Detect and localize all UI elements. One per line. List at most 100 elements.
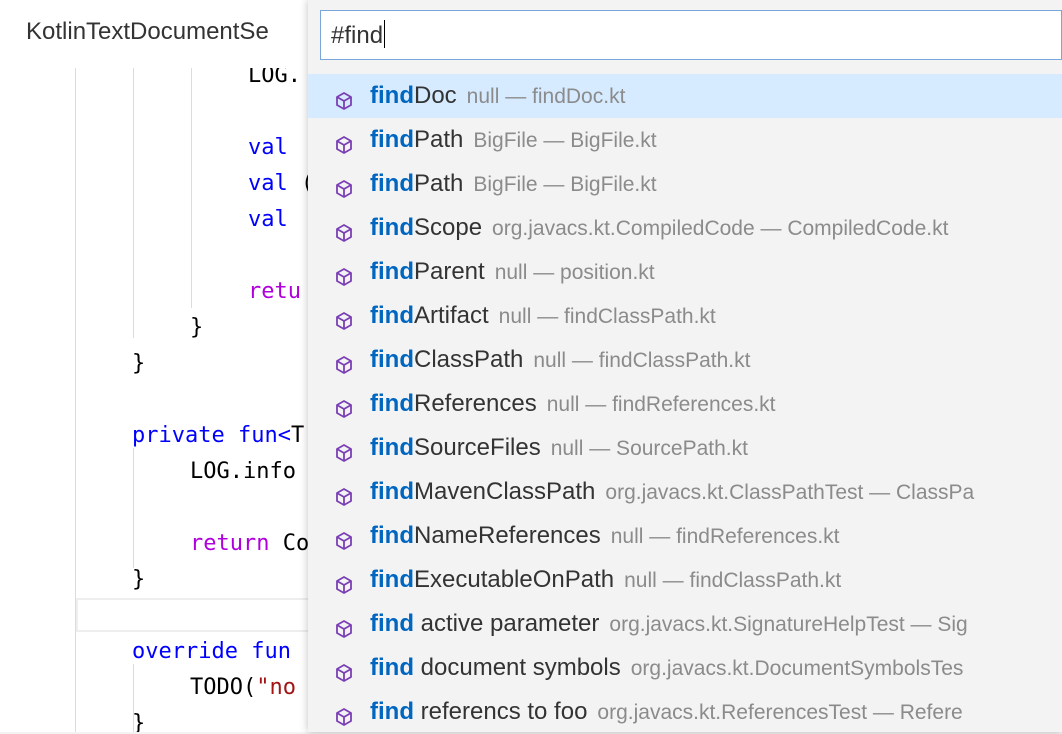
code-line: retu (248, 279, 301, 304)
code-line: } (132, 567, 146, 592)
symbol-name-rest: Path (413, 126, 464, 153)
symbol-description: org.javacs.kt.SignatureHelpTest — Sig (609, 613, 968, 636)
indent-guide (75, 68, 76, 732)
match-highlight: find (370, 566, 414, 593)
match-highlight: find (370, 654, 414, 681)
symbol-description: null — findReferences.kt (610, 525, 840, 548)
quick-open-item-label: findScope org.javacs.kt.CompiledCode — Co… (370, 206, 948, 250)
code-line: TODO("no (190, 675, 296, 700)
code-line: override fun (132, 639, 291, 664)
match-highlight: find (370, 698, 414, 725)
quick-open-item[interactable]: findScope org.javacs.kt.CompiledCode — Co… (308, 206, 1062, 250)
symbol-name-rest: ClassPath (413, 346, 524, 373)
symbol-description: null — findReferences.kt (546, 393, 776, 416)
symbol-description: org.javacs.kt.ReferencesTest — Refere (597, 701, 963, 724)
quick-open-item[interactable]: find active parameter org.javacs.kt.Signa… (308, 602, 1062, 646)
match-highlight: find (370, 302, 414, 329)
match-highlight: find (370, 214, 414, 241)
symbol-name-rest: ExecutableOnPath (413, 566, 615, 593)
match-highlight: find (370, 126, 414, 153)
quick-open-item[interactable]: findSourceFiles null — SourcePath.kt (308, 426, 1062, 470)
quick-open-item[interactable]: findParent null — position.kt (308, 250, 1062, 294)
symbol-method-icon (334, 173, 354, 198)
symbol-description: null — findClassPath.kt (533, 349, 751, 372)
symbol-method-icon (334, 569, 354, 594)
symbol-description: null — findClassPath.kt (624, 569, 842, 592)
symbol-method-icon (334, 393, 354, 418)
symbol-method-icon (334, 217, 354, 242)
code-line: } (132, 711, 146, 732)
quick-open-input[interactable]: #find (331, 20, 386, 49)
quick-open-item[interactable]: find document symbols org.javacs.kt.Docum… (308, 646, 1062, 690)
text-caret (384, 20, 386, 48)
symbol-method-icon (334, 613, 354, 638)
code-line: LOG.info (190, 459, 296, 484)
symbol-description: org.javacs.kt.DocumentSymbolsTes (630, 657, 964, 680)
code-line: } (190, 315, 204, 340)
match-highlight: find (370, 610, 414, 637)
symbol-description: null — findDoc.kt (466, 85, 626, 108)
quick-open-item[interactable]: findArtifact null — findClassPath.kt (308, 294, 1062, 338)
symbol-name-rest: Doc (413, 82, 457, 109)
symbol-description: null — position.kt (494, 261, 655, 284)
symbol-method-icon (334, 657, 354, 682)
indent-guide (133, 448, 134, 568)
symbol-description: BigFile — BigFile.kt (473, 173, 657, 196)
quick-open-item[interactable]: findExecutableOnPath null — findClassPath… (308, 558, 1062, 602)
symbol-method-icon (334, 129, 354, 154)
quick-open-item[interactable]: findMavenClassPath org.javacs.kt.ClassPat… (308, 470, 1062, 514)
symbol-name-rest: SourceFiles (413, 434, 541, 461)
symbol-name-rest: MavenClassPath (413, 478, 596, 505)
symbol-description: null — findClassPath.kt (498, 305, 716, 328)
code-line: LOG. (248, 68, 301, 88)
quick-open-item-label: findDoc null — findDoc.kt (370, 74, 625, 118)
symbol-description: null — SourcePath.kt (550, 437, 748, 460)
line-gutter (0, 68, 74, 732)
quick-open-input-box[interactable]: #find (320, 10, 1062, 60)
symbol-name-rest: active parameter (413, 610, 600, 637)
match-highlight: find (370, 478, 414, 505)
match-highlight: find (370, 82, 414, 109)
symbol-method-icon (334, 85, 354, 110)
symbol-name-rest: Parent (413, 258, 485, 285)
quick-open-item-label: findArtifact null — findClassPath.kt (370, 294, 716, 338)
match-highlight: find (370, 258, 414, 285)
match-highlight: find (370, 434, 414, 461)
symbol-name-rest: Scope (413, 214, 483, 241)
symbol-name-rest: document symbols (413, 654, 621, 681)
quick-open-item-label: find document symbols org.javacs.kt.Docum… (370, 646, 963, 690)
symbol-method-icon (334, 437, 354, 462)
symbol-name-rest: Artifact (413, 302, 489, 329)
symbol-method-icon (334, 701, 354, 726)
quick-open-item[interactable]: findClassPath null — findClassPath.kt (308, 338, 1062, 382)
symbol-description: org.javacs.kt.CompiledCode — CompiledCod… (492, 217, 949, 240)
symbol-method-icon (334, 481, 354, 506)
code-line: val (248, 135, 288, 160)
quick-open-item-label: findMavenClassPath org.javacs.kt.ClassPat… (370, 470, 974, 514)
symbol-method-icon (334, 525, 354, 550)
tab-title[interactable]: KotlinTextDocumentSe (26, 18, 269, 45)
code-line: val (248, 207, 288, 232)
symbol-method-icon (334, 261, 354, 286)
quick-open-item-label: findClassPath null — findClassPath.kt (370, 338, 750, 382)
quick-open-item-label: findParent null — position.kt (370, 250, 655, 294)
indent-guide (133, 68, 134, 338)
current-line-highlight (76, 598, 316, 632)
indent-guide (133, 664, 134, 732)
quick-open-item[interactable]: findDoc null — findDoc.kt (308, 74, 1062, 118)
symbol-name-rest: Path (413, 170, 464, 197)
match-highlight: find (370, 522, 414, 549)
code-line: } (132, 351, 146, 376)
match-highlight: find (370, 346, 414, 373)
match-highlight: find (370, 390, 414, 417)
symbol-description: org.javacs.kt.ClassPathTest — ClassPa (605, 481, 975, 504)
